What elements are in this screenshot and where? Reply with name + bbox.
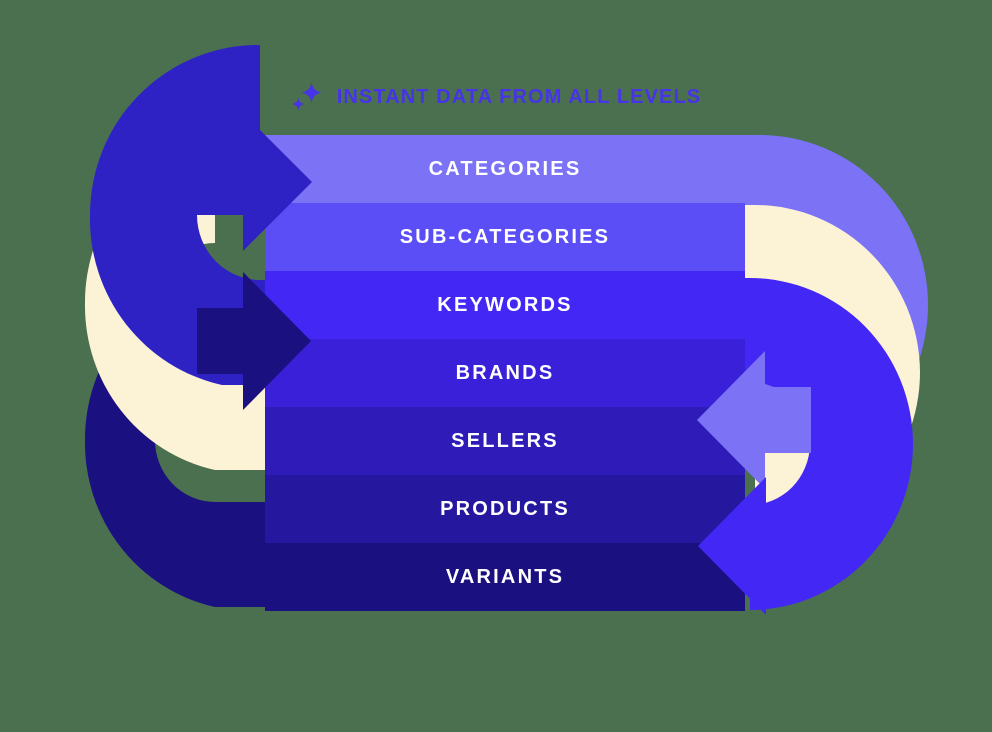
- funnel-level-variants[interactable]: VARIANTS: [265, 543, 745, 611]
- funnel-level-label: SELLERS: [451, 430, 559, 452]
- funnel-level-categories[interactable]: CATEGORIES: [265, 135, 745, 203]
- funnel-level-label: CATEGORIES: [428, 158, 582, 180]
- header: INSTANT DATA FROM ALL LEVELS: [0, 80, 992, 114]
- funnel-level-sub-categories[interactable]: SUB-CATEGORIES: [265, 203, 745, 271]
- funnel-level-label: PRODUCTS: [440, 498, 570, 520]
- funnel-level-products[interactable]: PRODUCTS: [265, 475, 745, 543]
- funnel-level-label: SUB-CATEGORIES: [399, 226, 611, 248]
- funnel-level-sellers[interactable]: SELLERS: [265, 407, 745, 475]
- page-title: INSTANT DATA FROM ALL LEVELS: [336, 86, 702, 108]
- funnel-level-keywords[interactable]: KEYWORDS: [265, 271, 745, 339]
- sparkle-icon: [291, 82, 322, 111]
- funnel-level-label: VARIANTS: [445, 566, 565, 588]
- funnel-level-label: KEYWORDS: [437, 294, 573, 316]
- funnel-level-label: BRANDS: [455, 362, 555, 384]
- funnel-level-brands[interactable]: BRANDS: [265, 339, 745, 407]
- funnel-levels: CATEGORIES SUB-CATEGORIES KEYWORDS BRAND…: [265, 135, 745, 611]
